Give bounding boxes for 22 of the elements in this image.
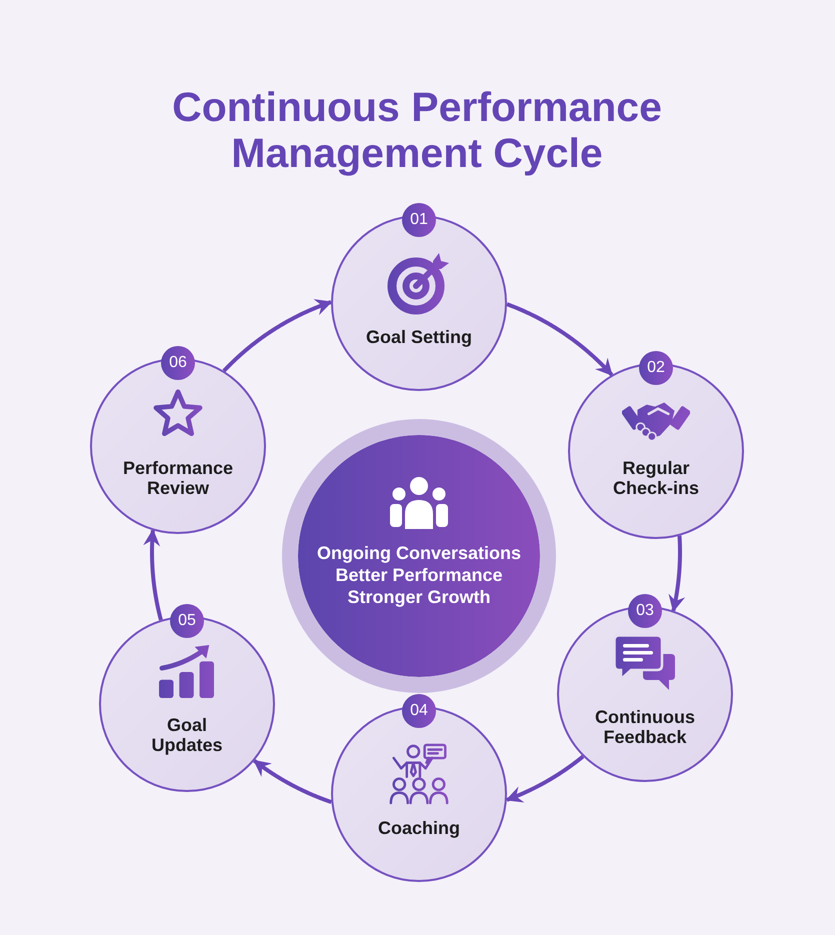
step-label: Performance Review [122,458,234,498]
cycle-arrow [506,302,614,376]
step-number-badge: 04 [402,694,436,728]
step-label: Goal Setting [366,327,472,347]
step-label: Goal Updates [150,715,224,755]
center-text: Better Performance [335,564,503,586]
cycle-arrow [668,536,686,612]
cycle-arrow [143,528,163,620]
step-number-badge: 03 [628,594,662,628]
step-number-badge: 05 [170,604,204,638]
center-text: Stronger Growth [348,586,490,608]
center-text: Ongoing Conversations [316,542,521,564]
cycle-arrow [253,759,332,804]
step-number-badge: 02 [639,351,673,385]
step-label: Regular Check-ins [612,458,700,498]
step-label: Continuous Feedback [594,706,696,746]
cycle-arrow [222,299,332,372]
step-number-badge: 06 [161,346,195,380]
cycle-arrow [505,754,584,802]
title: Continuous Performance Management Cycle [171,84,663,176]
step-number-badge: 01 [402,203,436,237]
step-label: Coaching [378,818,460,838]
